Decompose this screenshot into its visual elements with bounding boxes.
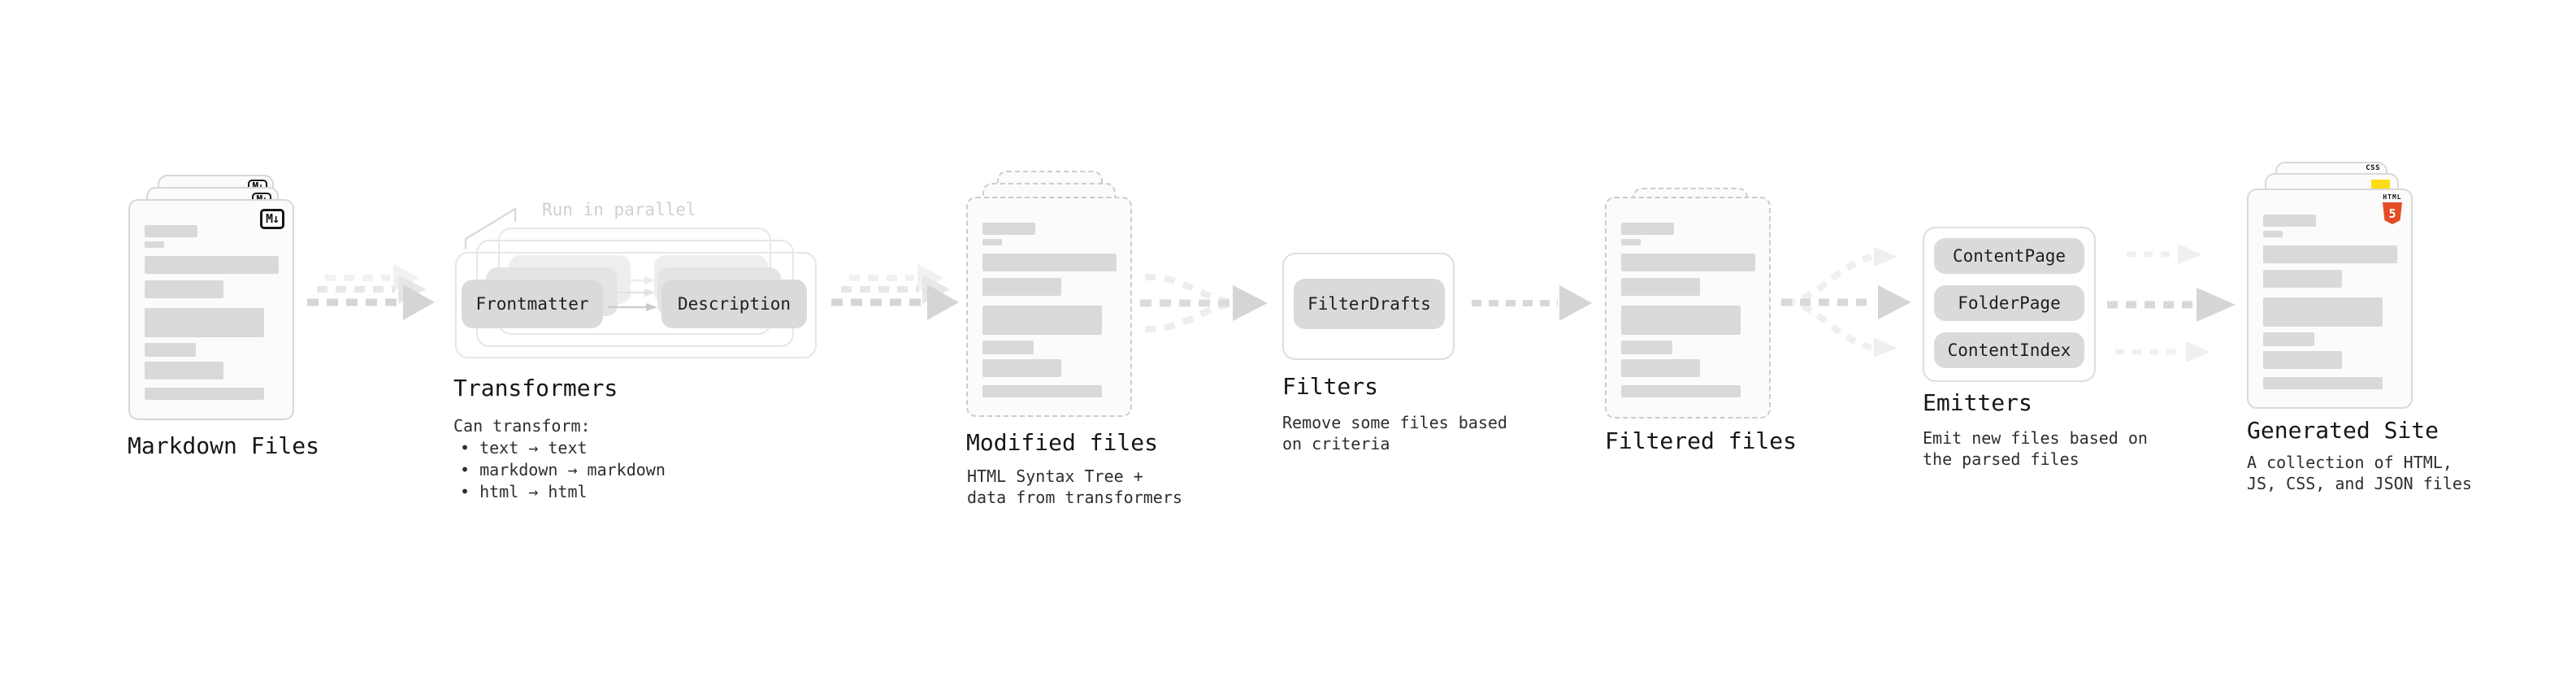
placeholder-bar [982, 385, 1102, 397]
frontmatter-to-description-arrows [608, 276, 657, 311]
transform-bullet: • html → html [460, 482, 588, 501]
filtered-file-card-front [1605, 197, 1771, 419]
markdown-files-title: Markdown Files [128, 432, 320, 459]
emitter-contentindex-pill: ContentIndex [1934, 332, 2084, 368]
site-file-card-html: HTML 5 [2247, 189, 2413, 409]
can-transform-heading: Can transform: [453, 416, 591, 436]
arrow-markdown-to-transformers [307, 264, 435, 320]
filters-title: Filters [1282, 373, 1379, 400]
run-in-parallel-note: Run in parallel [542, 200, 696, 219]
filtered-files-title: Filtered files [1605, 427, 1798, 454]
emitters-box [1923, 227, 2096, 382]
placeholder-bar [982, 278, 1061, 296]
placeholder-bar [982, 359, 1061, 377]
placeholder-bar [2263, 270, 2342, 288]
placeholder-bar [982, 306, 1102, 335]
emitters-title: Emitters [1923, 389, 2032, 416]
modified-files-title: Modified files [966, 429, 1159, 456]
placeholder-bar [982, 239, 1002, 245]
transformer-description-pill: Description [661, 280, 807, 328]
transform-bullet: • text → text [460, 438, 588, 458]
doc-placeholder-lines [130, 201, 293, 419]
placeholder-bar [2263, 245, 2397, 263]
placeholder-bar [145, 280, 223, 298]
placeholder-bar [2263, 297, 2383, 327]
placeholder-bar [982, 223, 1035, 235]
placeholder-bar [1621, 359, 1700, 377]
css-icon-label: CSS [2366, 164, 2380, 172]
placeholder-bar [1621, 254, 1755, 271]
filters-subtitle: Remove some files based on criteria [1282, 413, 1507, 453]
modified-files-subtitle: HTML Syntax Tree + data from transformer… [967, 466, 1182, 507]
placeholder-bar [2263, 332, 2314, 346]
emitter-folderpage-pill: FolderPage [1934, 285, 2084, 321]
placeholder-bar [1621, 340, 1672, 354]
generated-site-subtitle: A collection of HTML, JS, CSS, and JSON … [2247, 453, 2472, 493]
arrow-transformers-to-modified [831, 264, 959, 320]
placeholder-bar [145, 256, 279, 274]
html5-icon-shield: 5 [2383, 202, 2402, 224]
placeholder-bar [1621, 385, 1741, 397]
html5-icon: HTML 5 [2382, 194, 2403, 224]
generated-site-title: Generated Site [2247, 417, 2439, 444]
placeholder-bar [145, 241, 164, 248]
arrow-emitters-to-site [2107, 244, 2236, 362]
html5-icon-numeral: 5 [2388, 206, 2396, 221]
emitter-contentpage-pill: ContentPage [1934, 238, 2084, 274]
placeholder-bar [145, 343, 196, 357]
markdown-icon: M↓ [259, 209, 284, 229]
transform-bullet: • markdown → markdown [460, 460, 666, 479]
doc-placeholder-lines [968, 198, 1130, 415]
js-icon [2371, 180, 2390, 189]
placeholder-bar [982, 254, 1117, 271]
placeholder-bar [2263, 231, 2283, 237]
html5-icon-label: HTML [2383, 193, 2402, 201]
markdown-file-card-front: M↓ [128, 199, 294, 420]
placeholder-bar [145, 388, 264, 400]
placeholder-bar [2263, 377, 2383, 389]
doc-placeholder-lines [1607, 198, 1769, 417]
placeholder-bar [2263, 351, 2342, 369]
placeholder-bar [1621, 306, 1741, 335]
transformer-frontmatter-pill: Frontmatter [462, 280, 603, 328]
arrow-modified-to-filters [1140, 273, 1268, 333]
placeholder-bar [1621, 223, 1674, 235]
placeholder-bar [1621, 239, 1641, 245]
transformer-box-front [455, 252, 817, 358]
placeholder-bar [1621, 278, 1700, 296]
placeholder-bar [145, 308, 264, 337]
transformers-description: Can transform: • text → text • markdown … [453, 415, 666, 503]
modified-file-card-front [966, 197, 1132, 417]
placeholder-bar [145, 225, 197, 237]
placeholder-bar [982, 340, 1034, 354]
filters-box [1282, 253, 1455, 360]
doc-placeholder-lines [2249, 190, 2411, 407]
transformers-title: Transformers [453, 375, 618, 401]
placeholder-bar [145, 362, 223, 380]
arrow-filtered-to-emitters [1781, 247, 1911, 358]
placeholder-bar [2263, 215, 2316, 227]
filter-drafts-pill: FilterDrafts [1294, 279, 1445, 329]
arrow-filters-to-filtered [1472, 285, 1592, 321]
emitters-subtitle: Emit new files based on the parsed files [1923, 428, 2148, 469]
annotation-leader-line [464, 206, 517, 249]
